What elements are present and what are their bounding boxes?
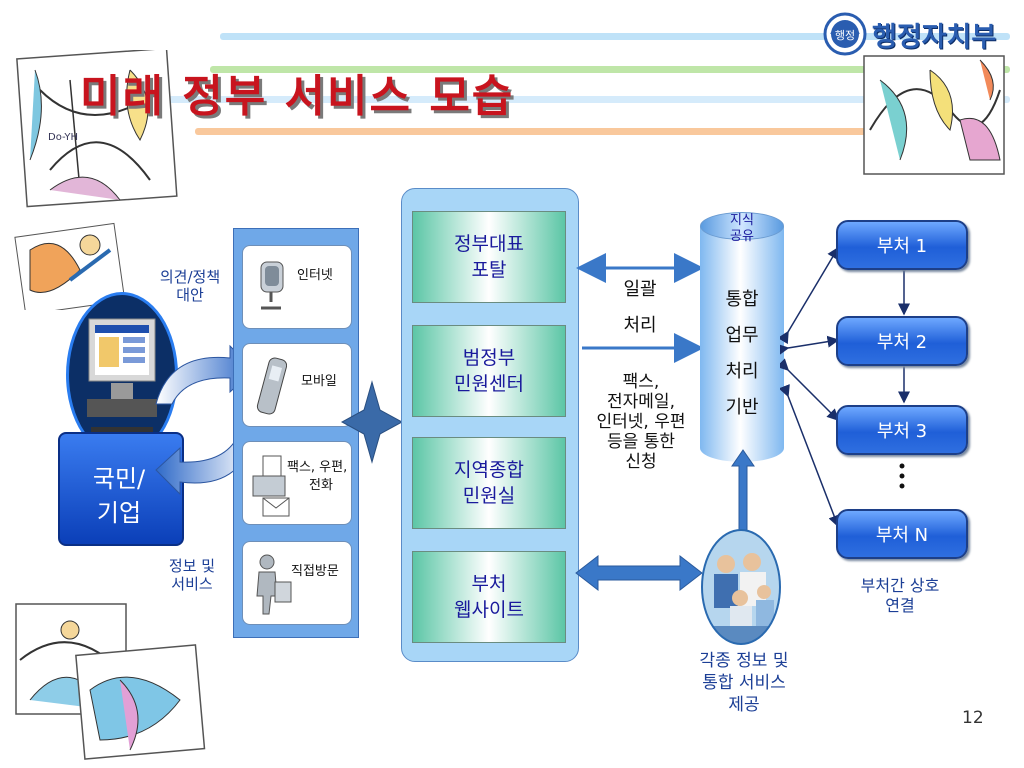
knowledge-line2: 공유: [730, 229, 754, 244]
link-dept-3: [780, 358, 840, 422]
portal-1-line1: 정부대표: [454, 233, 524, 255]
decor-clipart-bottomleft: [15, 603, 206, 760]
platform-line2: 업무: [725, 325, 759, 346]
opinion-label-line2: 대안: [176, 286, 204, 304]
link-dept-1: [780, 246, 839, 345]
ellipsis-dot-1: [899, 463, 905, 469]
channel-fax-label-line2: 전화: [309, 478, 333, 493]
department-1: 부처 1: [836, 220, 968, 270]
page-number: 12: [962, 708, 984, 728]
platform-label: 통합 업무 처리 기반: [700, 282, 784, 426]
apply-line2: 전자메일,: [607, 392, 675, 412]
dept-interconnect-caption: 부처간 상호 연결: [836, 576, 964, 616]
batch-processing-label: 일괄 처리: [600, 272, 680, 344]
department-n: 부처 N: [836, 509, 968, 559]
channel-fax-mail-phone: 팩스, 우편, 전화: [242, 441, 352, 525]
batch-line2: 처리: [623, 315, 657, 336]
apply-line4: 등을 통한: [607, 432, 675, 452]
knowledge-line1: 지식: [730, 213, 754, 228]
channel-visit-label: 직접방문: [291, 564, 339, 579]
service-line3: 제공: [728, 695, 760, 715]
microphone-icon: [260, 261, 284, 310]
portal-3-line1: 지역종합: [454, 459, 524, 481]
portal-2-line1: 범정부: [462, 347, 516, 369]
link-dept-n: [780, 384, 840, 528]
citizen-label-line2: 기업: [96, 499, 142, 527]
info-label-line2: 서비스: [171, 575, 213, 593]
ellipsis-dot-2: [899, 473, 905, 479]
application-methods-text: 팩스, 전자메일, 인터넷, 우편 등을 통한 신청: [578, 372, 704, 472]
ministry-emblem-icon: 행정: [823, 12, 867, 56]
mobile-phone-icon: [256, 357, 287, 415]
decor-stripe-orange: [195, 128, 1000, 135]
portal-2-line2: 민원센터: [454, 373, 524, 395]
service-line2: 통합 서비스: [702, 673, 786, 693]
service-to-platform-arrow: [731, 449, 755, 533]
portal-1-line2: 포탈: [471, 259, 507, 281]
portal-3-line2: 민원실: [462, 485, 516, 507]
page-title: 미래 정부 서비스 모습: [80, 71, 515, 122]
decor-stripe-lightblue: [150, 96, 1010, 103]
channel-mobile-label: 모바일: [301, 374, 337, 389]
cylinder-top: [700, 212, 784, 240]
apply-line5: 신청: [625, 452, 657, 472]
citizen-label: 국민/ 기업: [58, 462, 180, 530]
channel-internet: 인터넷: [242, 245, 352, 329]
batch-line1: 일괄: [623, 279, 657, 300]
service-caption: 각종 정보 및 통합 서비스 제공: [676, 650, 812, 716]
platform-line3: 처리: [725, 361, 759, 382]
department-2: 부처 2: [836, 316, 968, 366]
portal-4-line2: 웹사이트: [454, 599, 524, 621]
department-3: 부처 3: [836, 405, 968, 455]
hub-star-icon: [340, 380, 404, 464]
person-visit-icon: [256, 554, 292, 615]
channel-internet-label: 인터넷: [297, 268, 333, 283]
fax-mail-icon: [252, 455, 290, 517]
apply-line1: 팩스,: [622, 372, 660, 392]
link-dept-2: [780, 335, 840, 356]
knowledge-sharing-label: 지식 공유: [700, 213, 784, 245]
citizen-label-line1: 국민/: [92, 465, 146, 493]
dept-caption-line1: 부처간 상호: [860, 576, 940, 595]
dept-caption-line2: 연결: [885, 596, 915, 615]
ministry-logo: 행정 행정자치부: [822, 12, 996, 56]
info-label-line1: 정보 및: [168, 557, 216, 575]
ellipsis-dot-3: [899, 483, 905, 489]
citizen-business-box: [58, 432, 184, 546]
apply-line3: 인터넷, 우편: [596, 412, 686, 432]
channel-mobile: 모바일: [242, 343, 352, 427]
decor-stripe-green: [210, 66, 1010, 73]
citizen-computer-image: [66, 292, 178, 458]
platform-line1: 통합: [725, 289, 759, 310]
emblem-text: 행정: [835, 29, 855, 42]
info-service-label: 정보 및 서비스: [150, 557, 234, 593]
opinion-label: 의견/정책 대안: [140, 268, 240, 304]
credit-text: Do-YH: [48, 132, 79, 143]
integrated-platform-cylinder: [700, 226, 784, 448]
platform-dept-links: [780, 246, 910, 528]
channel-panel: 인터넷 모바일 팩스, 우편, 전화 직접방문: [233, 228, 359, 638]
channel-visit: 직접방문: [242, 541, 352, 625]
service-line1: 각종 정보 및: [699, 651, 789, 671]
ministry-name: 행정자치부: [872, 21, 997, 53]
opinion-label-line1: 의견/정책: [159, 268, 221, 286]
decor-stripe-blue: [220, 33, 1010, 40]
decor-clipart-topleft: [14, 50, 178, 310]
people-photo: [701, 529, 781, 645]
arrow-website-platform-bidirectional: [575, 554, 703, 592]
portal-connector-arrows: [575, 253, 704, 592]
platform-line4: 기반: [725, 397, 759, 418]
channel-fax-label-line1: 팩스, 우편,: [287, 460, 348, 475]
decor-clipart-topright: [863, 55, 1005, 175]
portal-4-line1: 부처: [471, 573, 507, 595]
